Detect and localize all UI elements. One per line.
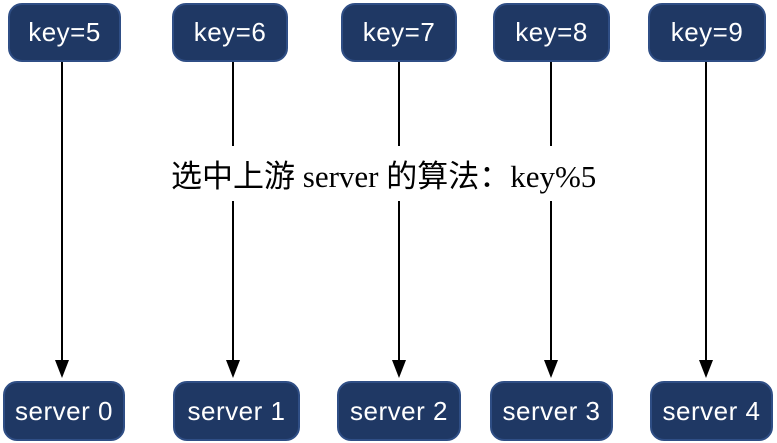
arrow-key8-to-server3 (544, 62, 558, 378)
server-node-1: server 1 (173, 381, 300, 441)
key-node-5: key=5 (8, 3, 121, 62)
server-node-2: server 2 (337, 381, 461, 441)
key-node-8: key=8 (493, 3, 610, 62)
arrow-head-icon (392, 360, 406, 378)
arrow-head-icon (55, 360, 69, 378)
server-node-4: server 4 (650, 381, 773, 441)
server-node-0: server 0 (3, 381, 125, 441)
arrow-key7-to-server2 (392, 62, 406, 378)
arrow-head-icon (544, 360, 558, 378)
key-node-9: key=9 (648, 3, 766, 62)
arrow-line (232, 62, 234, 360)
arrow-key6-to-server1 (226, 62, 240, 378)
arrow-line (550, 62, 552, 360)
arrow-head-icon (699, 360, 713, 378)
arrow-line (705, 62, 707, 360)
arrow-head-icon (226, 360, 240, 378)
algorithm-caption: 选中上游 server 的算法：key%5 (163, 146, 605, 201)
arrow-line (398, 62, 400, 360)
key-node-7: key=7 (341, 3, 457, 62)
key-node-6: key=6 (172, 3, 288, 62)
arrow-line (61, 62, 63, 360)
arrow-key5-to-server0 (55, 62, 69, 378)
server-node-3: server 3 (490, 381, 613, 441)
arrow-key9-to-server4 (699, 62, 713, 378)
